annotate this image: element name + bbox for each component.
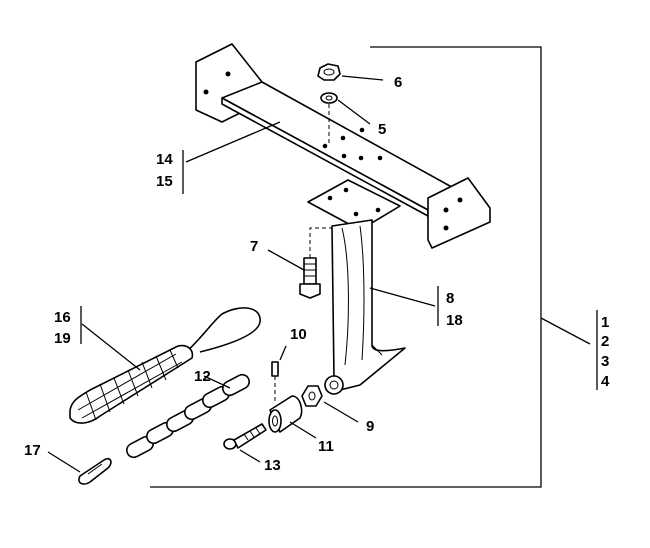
bolt-7: [299, 227, 332, 299]
screw-13: [223, 423, 267, 450]
callout-7: 7: [250, 238, 258, 255]
callout-16: 16: [54, 309, 71, 326]
callout-12: 12: [194, 368, 211, 385]
callout-17: 17: [24, 442, 41, 459]
callout-2: 2: [601, 333, 609, 350]
callout-4: 4: [601, 373, 610, 390]
coupling-sleeve-11: [268, 395, 303, 433]
callout-labels: 1 2 3 4 5 6 7 8 9 10 11 12 13 14 15 16 1…: [24, 74, 610, 474]
callout-9: 9: [366, 418, 374, 435]
callout-10: 10: [290, 326, 307, 343]
callout-18: 18: [446, 312, 463, 329]
cable-grip-16: [69, 307, 261, 424]
callout-5: 5: [378, 121, 386, 138]
clip-17: [78, 457, 112, 485]
callout-8: 8: [446, 290, 454, 307]
nut-6: [317, 63, 341, 81]
callout-14: 14: [156, 151, 173, 168]
pin-10: [271, 361, 279, 404]
mounting-beam: [195, 43, 491, 249]
vertical-post: [307, 179, 406, 395]
callout-3: 3: [601, 353, 609, 370]
assembly-bracket-frame: [150, 46, 598, 488]
callout-6: 6: [394, 74, 402, 91]
callout-19: 19: [54, 330, 71, 347]
callout-15: 15: [156, 173, 173, 190]
callout-11: 11: [318, 438, 334, 455]
callout-13: 13: [264, 457, 281, 474]
nut-9: [301, 385, 323, 407]
washer-5: [320, 92, 338, 104]
chain-12: [126, 373, 250, 459]
leader-lines: [47, 75, 439, 473]
callout-1: 1: [601, 314, 609, 331]
